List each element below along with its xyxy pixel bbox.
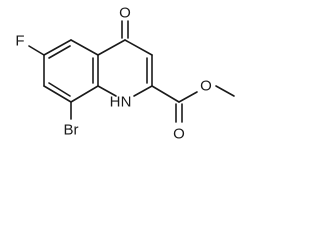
bond-c7-c8 [43, 85, 72, 103]
bond-cester-oester [178, 91, 198, 103]
bond-c4a-c5 [70, 39, 99, 56]
structure-diagram: O F Br H N O O [15, 5, 235, 143]
bond-c6-f [28, 45, 45, 56]
bond-c4-c3 [124, 39, 153, 56]
bond-c4a-c4 [97, 39, 126, 56]
atom-label-nitrogen: N [121, 94, 132, 111]
atom-label-oxygen-ketone: O [119, 5, 131, 22]
bond-c2-cester [151, 85, 180, 103]
bond-n1-c8a [97, 85, 117, 97]
bond-c5-c6 [43, 39, 72, 56]
atom-label-nitrogen-h: H [110, 94, 121, 111]
bond-c2-n1 [133, 85, 153, 97]
atom-label-fluorine: F [15, 33, 24, 50]
bond-c7-c8-inner [48, 82, 71, 97]
bond-c5-c6-inner [48, 45, 71, 59]
bond-oester-methyl [215, 85, 235, 97]
bond-c8-c8a [70, 85, 99, 103]
atom-label-oxygen-ester: O [200, 78, 212, 95]
atom-label-bromine: Br [64, 122, 79, 139]
atom-label-oxygen-carbonyl: O [173, 126, 185, 143]
